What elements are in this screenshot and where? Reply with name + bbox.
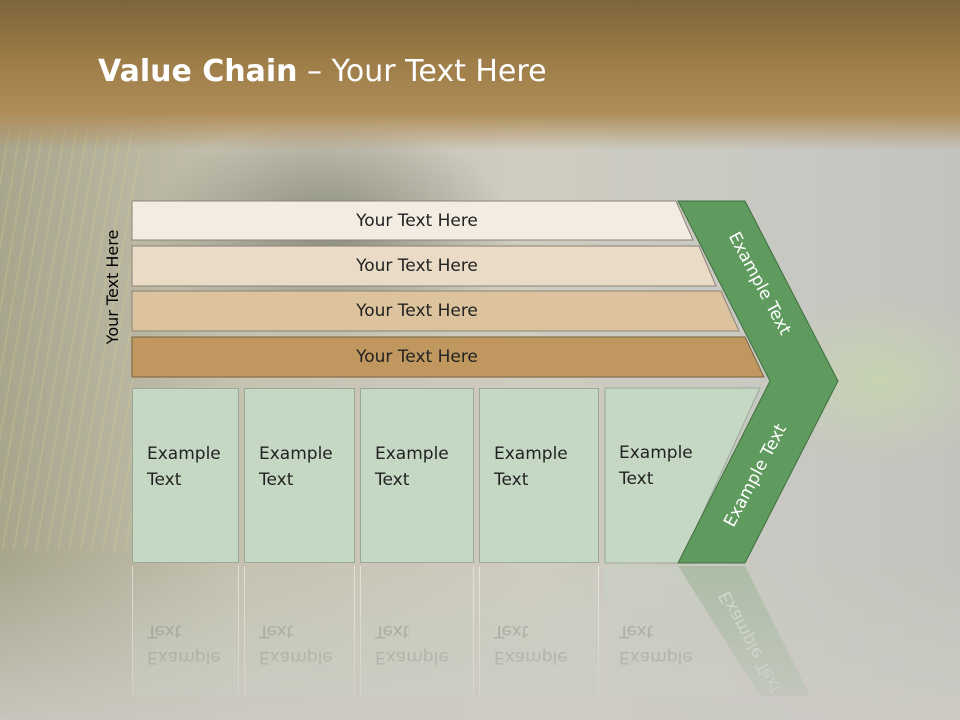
activity-box-4-line2: Text <box>494 470 529 490</box>
activity-box-5[interactable]: Example Text <box>605 388 705 563</box>
activity-box-1-line1: Example <box>147 444 221 464</box>
activity-box-1[interactable]: Example Text <box>132 388 239 563</box>
activity-box-3[interactable]: Example Text <box>360 388 474 563</box>
background-hair-texture <box>0 130 140 550</box>
band-4[interactable]: Your Text Here <box>356 347 478 367</box>
band-1-shape <box>131 200 694 241</box>
activity-box-2-line1: Example <box>259 444 333 464</box>
band-3[interactable]: Your Text Here <box>356 301 478 321</box>
title-banner <box>0 0 960 150</box>
activity-box-1-line2: Text <box>147 470 182 490</box>
activity-box-2[interactable]: Example Text <box>244 388 355 563</box>
band-2-shape <box>131 245 717 287</box>
band-3-shape <box>131 290 740 332</box>
activity-box-4[interactable]: Example Text <box>479 388 599 563</box>
activity-box-5-line1: Example <box>619 443 693 463</box>
activity-box-4-line1: Example <box>494 444 568 464</box>
activity-box-3-line1: Example <box>375 444 449 464</box>
activity-box-5-line2: Text <box>619 469 654 489</box>
slide-title[interactable]: Value Chain – Your Text Here <box>98 54 547 89</box>
band-1[interactable]: Your Text Here <box>356 211 478 231</box>
band-4-shape <box>131 336 765 378</box>
activity-box-3-line2: Text <box>375 470 410 490</box>
band-2[interactable]: Your Text Here <box>356 256 478 276</box>
activity-box-2-line2: Text <box>259 470 294 490</box>
bottom-fade <box>0 560 960 720</box>
